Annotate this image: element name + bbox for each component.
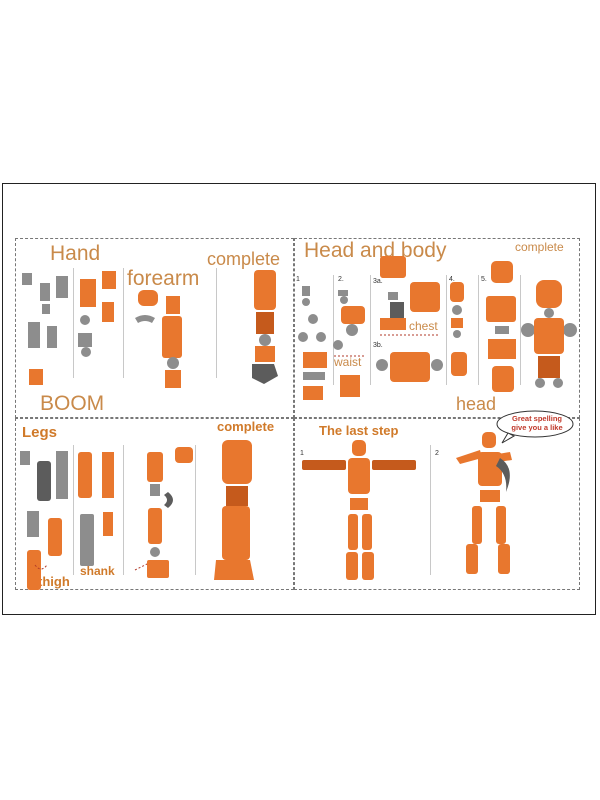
complete-leg bbox=[214, 440, 254, 580]
shank-label: shank bbox=[80, 564, 115, 578]
step-number: 4. bbox=[449, 276, 455, 283]
body-step-4 bbox=[450, 282, 467, 376]
leg-part-set-1 bbox=[20, 451, 68, 590]
separator bbox=[123, 268, 124, 378]
step-number: 3a. bbox=[373, 278, 383, 285]
separator bbox=[195, 445, 196, 575]
panel-arm bbox=[15, 238, 294, 418]
body-step-3a bbox=[380, 256, 440, 330]
forearm-label: forearm bbox=[127, 267, 200, 290]
step-number: 5. bbox=[481, 276, 487, 283]
leg-part-set-2 bbox=[78, 452, 114, 566]
body-step-3b bbox=[376, 352, 443, 382]
speech-bubble-text: Great spelling give you a like bbox=[511, 414, 563, 432]
complete-leg-label: complete bbox=[217, 419, 275, 434]
body-step-2 bbox=[333, 290, 365, 397]
figure-t-pose bbox=[302, 440, 416, 580]
body-step-5 bbox=[486, 261, 516, 392]
separator bbox=[333, 275, 334, 385]
leg-part-set-3 bbox=[147, 447, 193, 578]
step-number: 1 bbox=[296, 276, 300, 283]
head-and-body-label: Head and body bbox=[304, 239, 447, 262]
hand-fingers bbox=[22, 273, 68, 385]
separator bbox=[430, 445, 431, 575]
hand-label: Hand bbox=[50, 242, 101, 265]
separator bbox=[446, 275, 447, 385]
separator bbox=[123, 445, 124, 575]
last-step-label: The last step bbox=[319, 423, 399, 438]
figure-posed bbox=[456, 432, 512, 574]
legs-label: Legs bbox=[22, 424, 58, 441]
separator bbox=[370, 275, 371, 385]
boom-label: BOOM bbox=[40, 392, 105, 415]
separator bbox=[216, 268, 217, 378]
separator bbox=[520, 275, 521, 385]
thigh-label: thigh bbox=[38, 574, 70, 589]
waist-label: waist bbox=[334, 355, 362, 369]
separator bbox=[478, 275, 479, 385]
complete-arm-label: complete bbox=[207, 249, 281, 269]
speech-bubble bbox=[496, 410, 574, 438]
body-step-1 bbox=[298, 286, 327, 400]
panel-legs bbox=[15, 418, 294, 590]
forearm-parts bbox=[78, 271, 182, 388]
head-label: head bbox=[456, 394, 497, 414]
chest-label: chest bbox=[409, 319, 438, 333]
panel-head-body bbox=[294, 238, 580, 418]
step-number: 2 bbox=[435, 450, 439, 457]
separator bbox=[73, 268, 74, 378]
separator bbox=[73, 445, 74, 575]
step-number: 3b. bbox=[373, 342, 383, 349]
panel-last-step bbox=[294, 418, 580, 590]
step-number: 1 bbox=[300, 450, 304, 457]
complete-arm bbox=[252, 270, 278, 384]
complete-torso bbox=[521, 280, 577, 388]
complete-body-label: complete bbox=[515, 240, 564, 254]
step-number: 2. bbox=[338, 276, 344, 283]
